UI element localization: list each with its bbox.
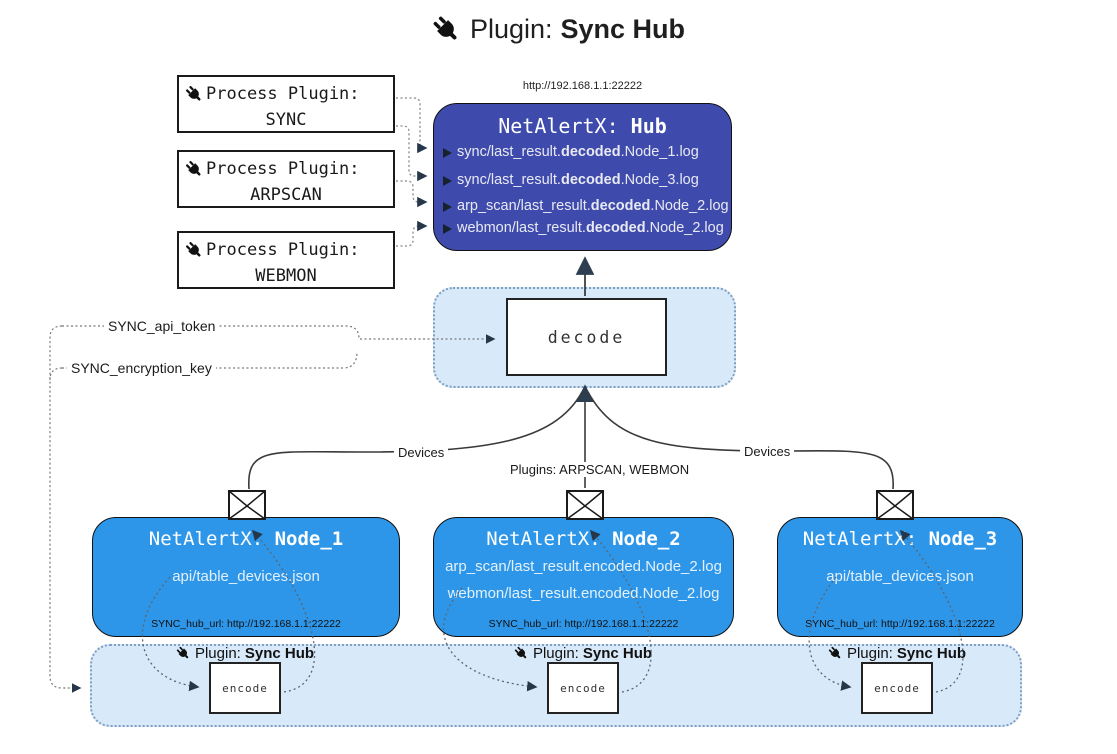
plug-icon xyxy=(514,646,529,661)
process-plugin-name: WEBMON xyxy=(255,266,317,286)
sync-encryption-key-label: SYNC_encryption_key xyxy=(67,360,216,376)
process-plugin-label: Process Plugin: xyxy=(206,159,360,179)
node-file: api/table_devices.json xyxy=(826,568,974,585)
plug-icon xyxy=(185,160,204,179)
envelope-icon xyxy=(566,490,604,520)
encode-box: encode xyxy=(209,662,281,714)
sync-api-token-label: SYNC_api_token xyxy=(104,318,220,334)
node-hub-url: SYNC_hub_url: http://192.168.1.1:22222 xyxy=(488,618,679,630)
edge-label-devices-left: Devices xyxy=(394,445,449,460)
plug-icon xyxy=(185,85,204,104)
arrow-right-icon xyxy=(443,175,452,186)
node-file: arp_scan/last_result.encoded.Node_2.log xyxy=(445,558,722,575)
encode-box: encode xyxy=(547,662,619,714)
node-title: NetAlertX: Node_3 xyxy=(802,528,998,550)
plug-icon xyxy=(185,241,204,260)
page-title: Plugin: Sync Hub xyxy=(0,14,1117,45)
process-plugin-name: ARPSCAN xyxy=(250,185,322,205)
page-title-name: Sync Hub xyxy=(560,14,686,44)
hub-title: NetAlertX: Hub xyxy=(498,114,667,138)
node-title: NetAlertX: Node_2 xyxy=(486,528,681,550)
plug-icon xyxy=(432,15,462,45)
plug-icon xyxy=(176,646,191,661)
process-plugin-name: SYNC xyxy=(265,110,307,130)
hub-url: http://192.168.1.1:22222 xyxy=(522,80,643,92)
process-plugin-sync: Process Plugin: SYNC xyxy=(177,75,395,133)
hub-box: NetAlertX: Hub sync/last_result.decoded.… xyxy=(433,103,732,251)
arrow-right-icon xyxy=(443,201,452,212)
encode-box: encode xyxy=(861,662,933,714)
node-title: NetAlertX: Node_1 xyxy=(148,528,344,550)
node-3-box: NetAlertX: Node_3 api/table_devices.json… xyxy=(777,517,1023,637)
process-plugin-label: Process Plugin: xyxy=(206,84,360,104)
process-plugin-webmon: Process Plugin: WEBMON xyxy=(177,231,395,289)
envelope-icon xyxy=(876,490,914,520)
edge-label-devices-right: Devices xyxy=(740,444,795,459)
plug-icon xyxy=(828,646,843,661)
hub-log-entry: webmon/last_result.decoded.Node_2.log xyxy=(434,219,731,238)
node-1-box: NetAlertX: Node_1 api/table_devices.json… xyxy=(92,517,400,637)
edge-label-plugins: Plugins: ARPSCAN, WEBMON xyxy=(506,462,694,477)
node-hub-url: SYNC_hub_url: http://192.168.1.1:22222 xyxy=(805,618,995,630)
node-file: webmon/last_result.encoded.Node_2.log xyxy=(447,585,720,602)
hub-log-entry: sync/last_result.decoded.Node_3.log xyxy=(434,171,731,190)
process-plugin-arpscan: Process Plugin: ARPSCAN xyxy=(177,150,395,208)
encoder-plugin-label: Plugin:Sync Hub xyxy=(817,645,977,662)
arrow-right-icon xyxy=(443,147,452,158)
decode-box: decode xyxy=(506,298,667,376)
hub-log-entry: arp_scan/last_result.decoded.Node_2.log xyxy=(434,197,731,216)
encoder-plugin-label: Plugin:Sync Hub xyxy=(165,645,325,662)
envelope-icon xyxy=(228,490,266,520)
process-plugin-label: Process Plugin: xyxy=(206,240,360,260)
node-hub-url: SYNC_hub_url: http://192.168.1.1:22222 xyxy=(151,618,341,630)
node-file: api/table_devices.json xyxy=(172,568,320,585)
hub-log-entry: sync/last_result.decoded.Node_1.log xyxy=(434,143,731,162)
arrow-right-icon xyxy=(443,223,452,234)
encoder-plugin-label: Plugin:Sync Hub xyxy=(503,645,663,662)
page-title-prefix: Plugin: xyxy=(469,14,553,44)
node-2-box: NetAlertX: Node_2 arp_scan/last_result.e… xyxy=(433,517,734,637)
